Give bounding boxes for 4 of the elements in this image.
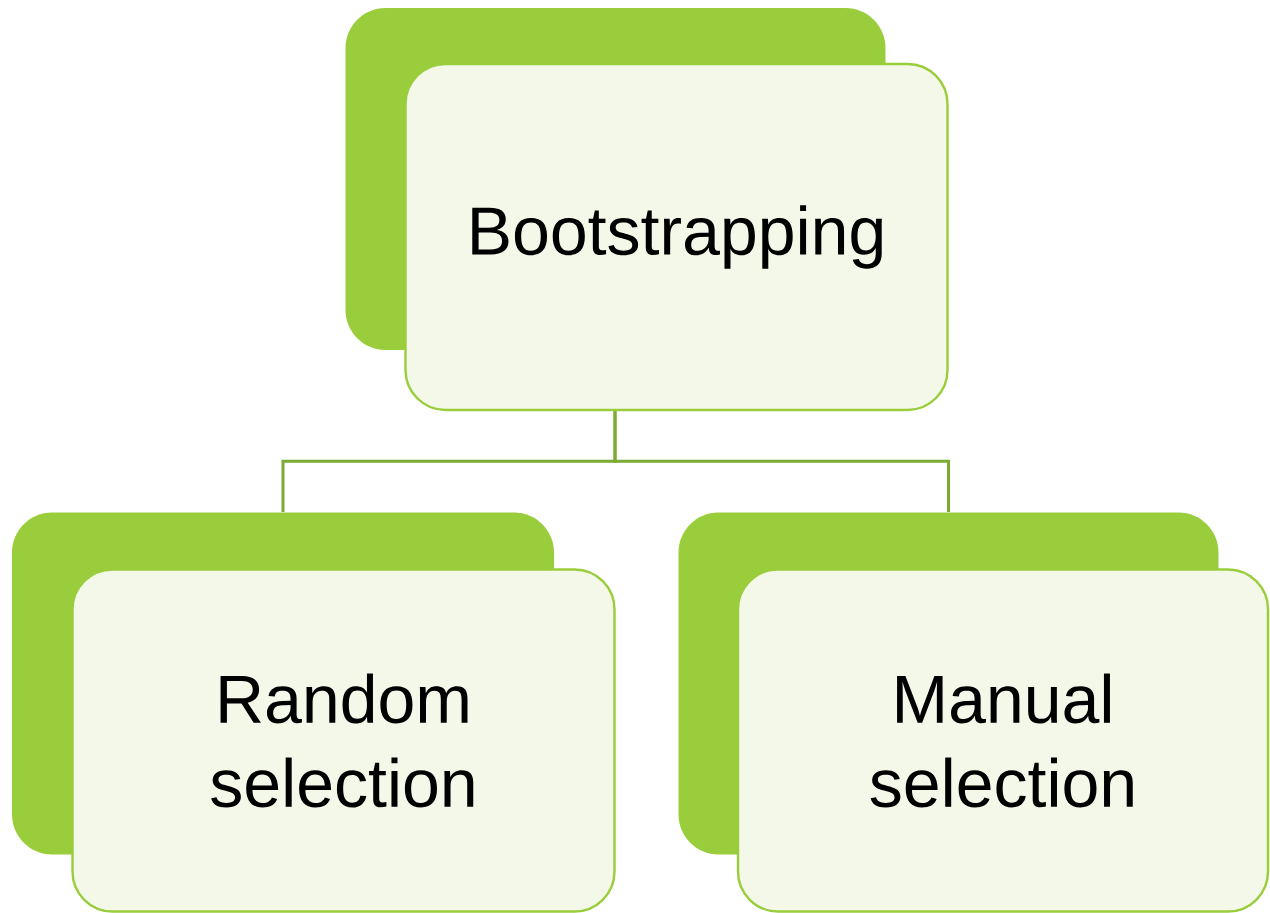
- connector-line: [613, 411, 950, 513]
- card-box: Bootstrapping: [345, 8, 949, 412]
- card-box: Random selection: [12, 512, 616, 913]
- card-box: Manual selection: [678, 512, 1270, 913]
